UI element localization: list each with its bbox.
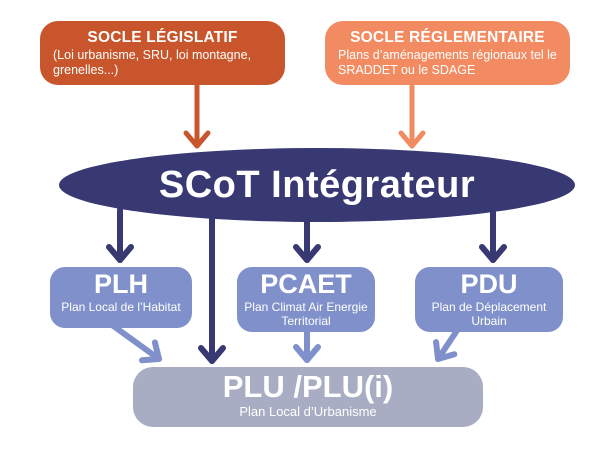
pdu-subtitle: Plan de Déplacement Urbain <box>431 299 547 328</box>
node-plu: PLU /PLU(i) Plan Local d’Urbanisme <box>133 367 483 427</box>
socle-reglementaire-title: SOCLE RÉGLEMENTAIRE <box>350 29 545 46</box>
pdu-title: PDU <box>460 269 518 299</box>
node-plh: PLH Plan Local de l’Habitat <box>50 267 192 328</box>
node-pdu: PDU Plan de Déplacement Urbain <box>415 267 563 332</box>
plh-subtitle: Plan Local de l’Habitat <box>61 299 181 314</box>
pcaet-subtitle: Plan Climat Air Energie Territorial <box>244 299 368 328</box>
socle-legislatif-title: SOCLE LÉGISLATIF <box>87 29 238 46</box>
plh-title: PLH <box>94 269 148 299</box>
plu-subtitle: Plan Local d’Urbanisme <box>239 403 377 419</box>
plu-title: PLU /PLU(i) <box>222 369 394 404</box>
node-scot-integrateur: SCoT Intégrateur <box>59 148 575 222</box>
socle-reglementaire-subtitle: Plans d’aménagements régionaux tel le SR… <box>338 48 557 78</box>
pcaet-title: PCAET <box>260 269 352 299</box>
socle-legislatif-subtitle: (Loi urbanisme, SRU, loi montagne, grene… <box>53 48 252 78</box>
scot-title: SCoT Intégrateur <box>158 163 476 206</box>
node-socle-legislatif: SOCLE LÉGISLATIF (Loi urbanisme, SRU, lo… <box>40 21 285 85</box>
node-socle-reglementaire: SOCLE RÉGLEMENTAIRE Plans d’aménagements… <box>325 21 570 85</box>
arrow-plh-to-plu <box>109 322 162 364</box>
arrow-pdu-to-plu <box>433 326 461 362</box>
node-pcaet: PCAET Plan Climat Air Energie Territoria… <box>237 267 375 332</box>
